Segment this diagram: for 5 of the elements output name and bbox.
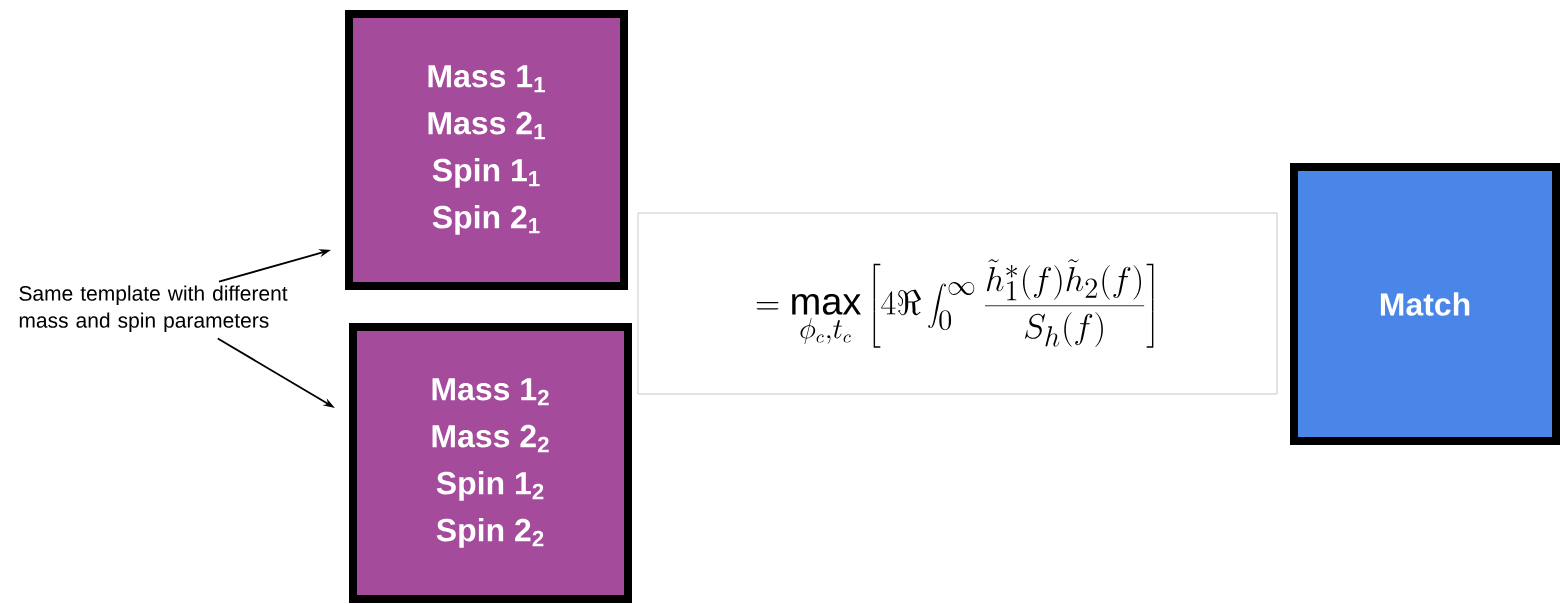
note-text: Same template with different mass and spin parameters xyxy=(19,285,288,332)
parameter-box: Mass 1$_{2}$ Mass 2$_{2}$ Spin 1$_{2}$ Spin 2$_{2}$ xyxy=(349,323,632,603)
result-box: Match xyxy=(1290,163,1560,445)
formula-box: $= \max_{\phi_c,t_c} \left[ 4\Re \int_0^\infty \frac{\tilde{h}_1^*(f)\tilde{h}_2(f)}{S_h(f)} \right]$ xyxy=(637,212,1278,395)
parameter-box: Mass 1$_{1}$ Mass 2$_{1}$ Spin 1$_{1}$ Spin 2$_{1}$ xyxy=(345,10,628,290)
